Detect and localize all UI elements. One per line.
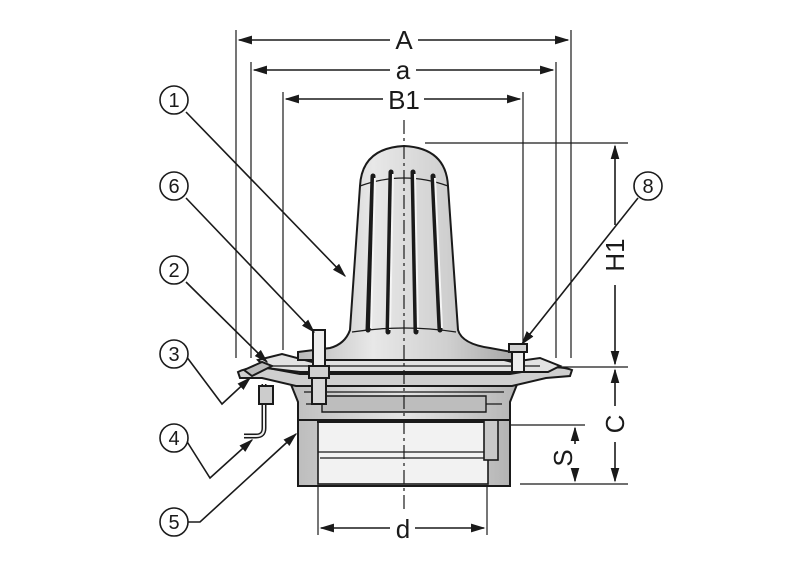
dim-label-d: d	[396, 514, 410, 544]
dim-label-S: S	[548, 449, 578, 466]
dimension-A: A	[237, 25, 570, 55]
dim-label-a: a	[396, 55, 411, 85]
side-screw-element	[244, 384, 274, 439]
dimension-H1: H1	[600, 144, 630, 366]
extension-lines	[235, 30, 628, 535]
callout-1: 1	[159, 85, 189, 115]
callout-3: 3	[159, 339, 189, 369]
bolt-right	[508, 343, 528, 373]
dimension-C: C	[600, 368, 630, 483]
callout-leaders	[185, 111, 639, 523]
callout-4-label: 4	[168, 428, 179, 450]
callout-5-label: 5	[168, 512, 179, 534]
dim-label-B1: B1	[388, 85, 420, 115]
callout-1-label: 1	[168, 90, 179, 112]
dimension-a: a	[252, 55, 555, 85]
callout-5: 5	[159, 507, 189, 537]
dim-label-A: A	[395, 25, 413, 55]
dimension-d: d	[319, 514, 486, 544]
bolt-left	[308, 329, 330, 405]
dim-label-H1: H1	[600, 238, 630, 271]
callout-6: 6	[159, 171, 189, 201]
callout-4: 4	[159, 423, 189, 453]
dimension-S: S	[548, 426, 580, 483]
callout-8: 8	[633, 171, 663, 201]
callout-2-label: 2	[168, 260, 179, 282]
dim-label-C: C	[600, 415, 630, 434]
leaf-guard-dome	[297, 144, 513, 361]
callout-6-label: 6	[168, 176, 179, 198]
callout-8-label: 8	[642, 176, 653, 198]
callout-3-label: 3	[168, 344, 179, 366]
dimension-B1: B1	[284, 85, 522, 115]
callout-2: 2	[159, 255, 189, 285]
